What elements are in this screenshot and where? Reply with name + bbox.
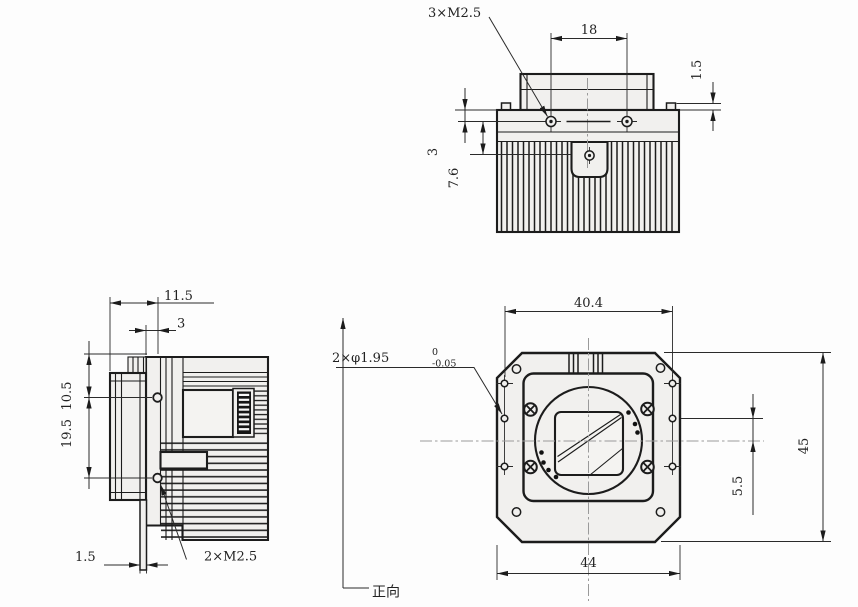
- dim-3-side: 3: [129, 317, 185, 355]
- dim-step-1.5: 1.5: [676, 60, 721, 131]
- dim-text-40.4: 40.4: [574, 296, 603, 311]
- dim-40.4: 40.4: [504, 296, 673, 377]
- dim-5.5: 5.5: [681, 394, 763, 515]
- callout-3xM2.5: 3×M2.5: [428, 6, 548, 117]
- side-mid-tab: [159, 450, 209, 470]
- dim-44: 44: [496, 545, 681, 580]
- top-right-tab: [665, 102, 677, 111]
- side-fins-connector: [254, 390, 268, 436]
- dim-45: 45: [661, 352, 831, 542]
- top-center-hole: [584, 147, 595, 164]
- front-top-ticks: [568, 354, 604, 373]
- callout-text-2xM2.5: 2×M2.5: [204, 550, 257, 565]
- dim-text-45: 45: [797, 438, 812, 455]
- dim-text-1.5-top: 1.5: [690, 60, 705, 81]
- dim-text-3-top: 3: [426, 148, 441, 156]
- front-view: 40.4 44 45 5.5 2×φ1.95 0 -0: [332, 296, 831, 601]
- frame-screws: [523, 401, 655, 475]
- dim-text-18: 18: [581, 23, 598, 38]
- top-view: 18 3×M2.5 1.5 3 7.6: [426, 6, 721, 234]
- side-view: 11.5 3 10.5 19.5 1.5: [60, 289, 270, 574]
- connector-pins: [237, 391, 251, 434]
- dim-text-10.5: 10.5: [60, 382, 75, 411]
- dim-text-3-side: 3: [177, 317, 185, 332]
- dim-text-7.6: 7.6: [447, 168, 462, 189]
- tolerance-upper: 0: [432, 347, 438, 358]
- axis-label: 正向: [372, 585, 400, 601]
- dim-10.5-19.5: 10.5 19.5: [60, 341, 152, 489]
- side-bottom-lip: [139, 499, 148, 571]
- callout-2xM2.5: 2×M2.5: [160, 484, 257, 565]
- dim-edge-3: 3: [426, 88, 545, 156]
- top-mount-holes: [541, 111, 637, 132]
- dim-text-1.5-side: 1.5: [75, 550, 96, 565]
- callout-dowel-holes: 2×φ1.95 0 -0.05: [332, 347, 503, 415]
- dim-11.5: 11.5: [109, 289, 214, 371]
- dim-text-5.5: 5.5: [731, 476, 746, 497]
- side-hole-upper: [152, 392, 163, 403]
- tolerance-lower: -0.05: [432, 359, 456, 370]
- dim-text-11.5: 11.5: [164, 289, 193, 304]
- dim-text-44: 44: [580, 556, 597, 571]
- callout-text-3xM2.5: 3×M2.5: [428, 6, 481, 21]
- orientation-axis: 正向: [340, 318, 400, 601]
- callout-text-dowel: 2×φ1.95: [332, 351, 389, 366]
- dim-center-7.6: 7.6: [447, 121, 571, 189]
- top-left-tab: [500, 102, 512, 111]
- dim-lip-1.5: 1.5: [75, 550, 168, 574]
- dowel-holes: [496, 375, 681, 475]
- dim-text-19.5: 19.5: [60, 419, 75, 448]
- side-hole-lower: [152, 472, 163, 484]
- leader-line: [160, 484, 187, 560]
- dim-hole-spacing-18: 18: [550, 23, 628, 114]
- leader-line: [336, 367, 503, 415]
- glue-dots: [539, 410, 640, 480]
- leader-line: [488, 16, 548, 117]
- connector-pin-rows: [238, 393, 250, 431]
- side-recess: [181, 388, 235, 439]
- corner-holes: [511, 363, 666, 517]
